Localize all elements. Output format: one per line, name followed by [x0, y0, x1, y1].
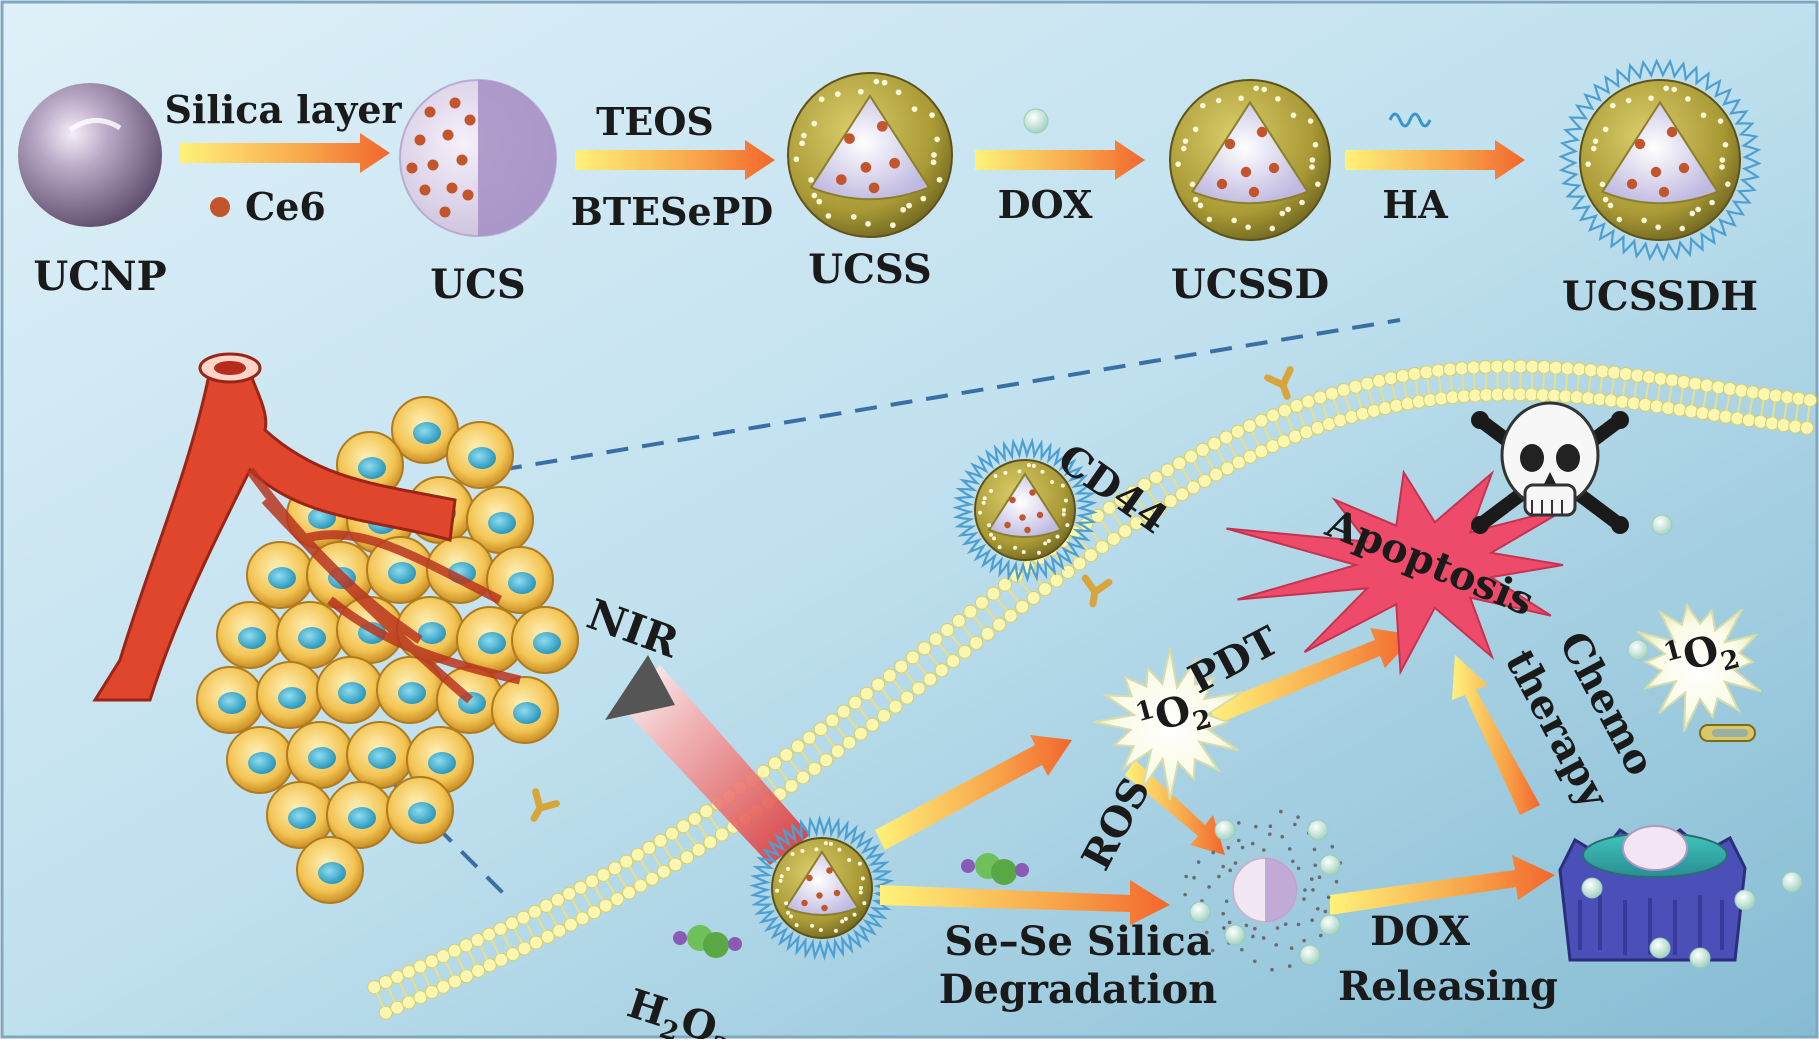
- dox-releasing-label-line2: Releasing: [1338, 963, 1558, 1010]
- degradation-label-line2: Degradation: [939, 966, 1217, 1013]
- silica-layer-label: Silica layer: [164, 87, 402, 132]
- ucs-particle: [400, 80, 556, 236]
- teos-label: TEOS: [596, 99, 714, 144]
- ucssd-particle: [1170, 80, 1330, 240]
- capsule-icon: [1700, 725, 1755, 741]
- dox-releasing-label-line1: DOX: [1370, 908, 1470, 955]
- btesepd-label: BTESePD: [571, 189, 774, 234]
- ucssd-label: UCSSD: [1171, 261, 1329, 308]
- ucnp-sphere: [18, 83, 162, 227]
- ucss-label: UCSS: [808, 246, 932, 293]
- degradation-label-line1: Se–Se Silica: [944, 918, 1211, 965]
- ucs-label: UCS: [430, 261, 526, 308]
- ucss-particle: [788, 73, 952, 237]
- ce6-label: Ce6: [245, 184, 326, 229]
- ucssdh-label: UCSSDH: [1562, 273, 1758, 320]
- dox-label: DOX: [998, 182, 1093, 227]
- ucnp-label: UCNP: [33, 253, 166, 300]
- dox-molecule-icon: [1024, 109, 1048, 133]
- ha-label: HA: [1382, 182, 1448, 227]
- ce6-dot-icon: [210, 197, 230, 217]
